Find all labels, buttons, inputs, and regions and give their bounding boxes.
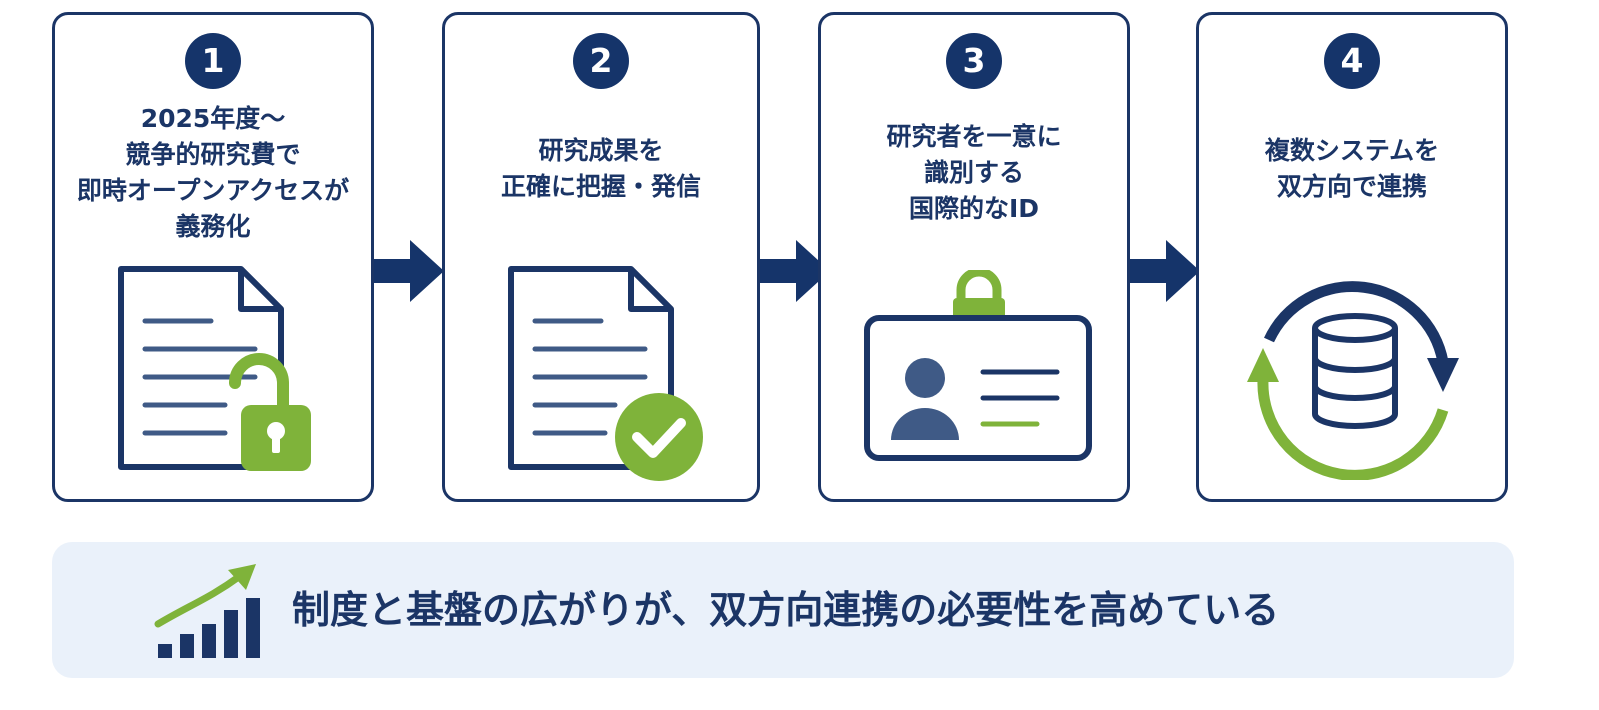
step-title-1: 2025年度～ 競争的研究費で 即時オープンアクセスが 義務化 (63, 101, 363, 245)
step-1-title-line-1: 2025年度～ (140, 104, 286, 133)
step-number-1: 1 (185, 33, 241, 89)
summary-text: 制度と基盤の広がりが、双方向連携の必要性を高めている (292, 588, 1280, 632)
arrow-right-icon (1130, 240, 1200, 302)
document-check-icon (508, 266, 703, 481)
arrow-right-icon (760, 240, 830, 302)
step-card-2: 2 研究成果を 正確に把握・発信 (442, 12, 760, 502)
step-3-title-line-3: 国際的なID (908, 194, 1040, 223)
summary-banner: 制度と基盤の広がりが、双方向連携の必要性を高めている (52, 542, 1514, 678)
step-1-title-line-3: 即時オープンアクセスが (76, 176, 350, 205)
step-title-4: 複数システムを 双方向で連携 (1207, 133, 1497, 205)
arrow-right-icon (374, 240, 444, 302)
step-4-title-line-1: 複数システムを (1264, 136, 1440, 165)
step-card-3: 3 研究者を一意に 識別する 国際的なID (818, 12, 1130, 502)
step-number-4: 4 (1324, 33, 1380, 89)
step-card-1: 1 2025年度～ 競争的研究費で 即時オープンアクセスが 義務化 (52, 12, 374, 502)
step-4-title-line-2: 双方向で連携 (1276, 172, 1427, 201)
step-2-title-line-2: 正確に把握・発信 (500, 172, 701, 201)
step-1-title-line-2: 競争的研究費で (125, 140, 301, 169)
step-2-title-line-1: 研究成果を (538, 136, 664, 165)
growth-chart-icon (154, 564, 260, 658)
database-sync-icon (1247, 281, 1459, 480)
document-unlocked-icon (118, 266, 311, 471)
step-3-title-line-1: 研究者を一意に (886, 122, 1062, 151)
step-number-3: 3 (946, 33, 1002, 89)
id-badge-icon (864, 270, 1092, 461)
step-number-2: 2 (573, 33, 629, 89)
step-1-title-line-4: 義務化 (175, 212, 251, 241)
step-title-2: 研究成果を 正確に把握・発信 (453, 133, 749, 205)
step-title-3: 研究者を一意に 識別する 国際的なID (829, 119, 1119, 227)
step-3-title-line-2: 識別する (923, 158, 1024, 187)
step-card-4: 4 複数システムを 双方向で連携 (1196, 12, 1508, 502)
